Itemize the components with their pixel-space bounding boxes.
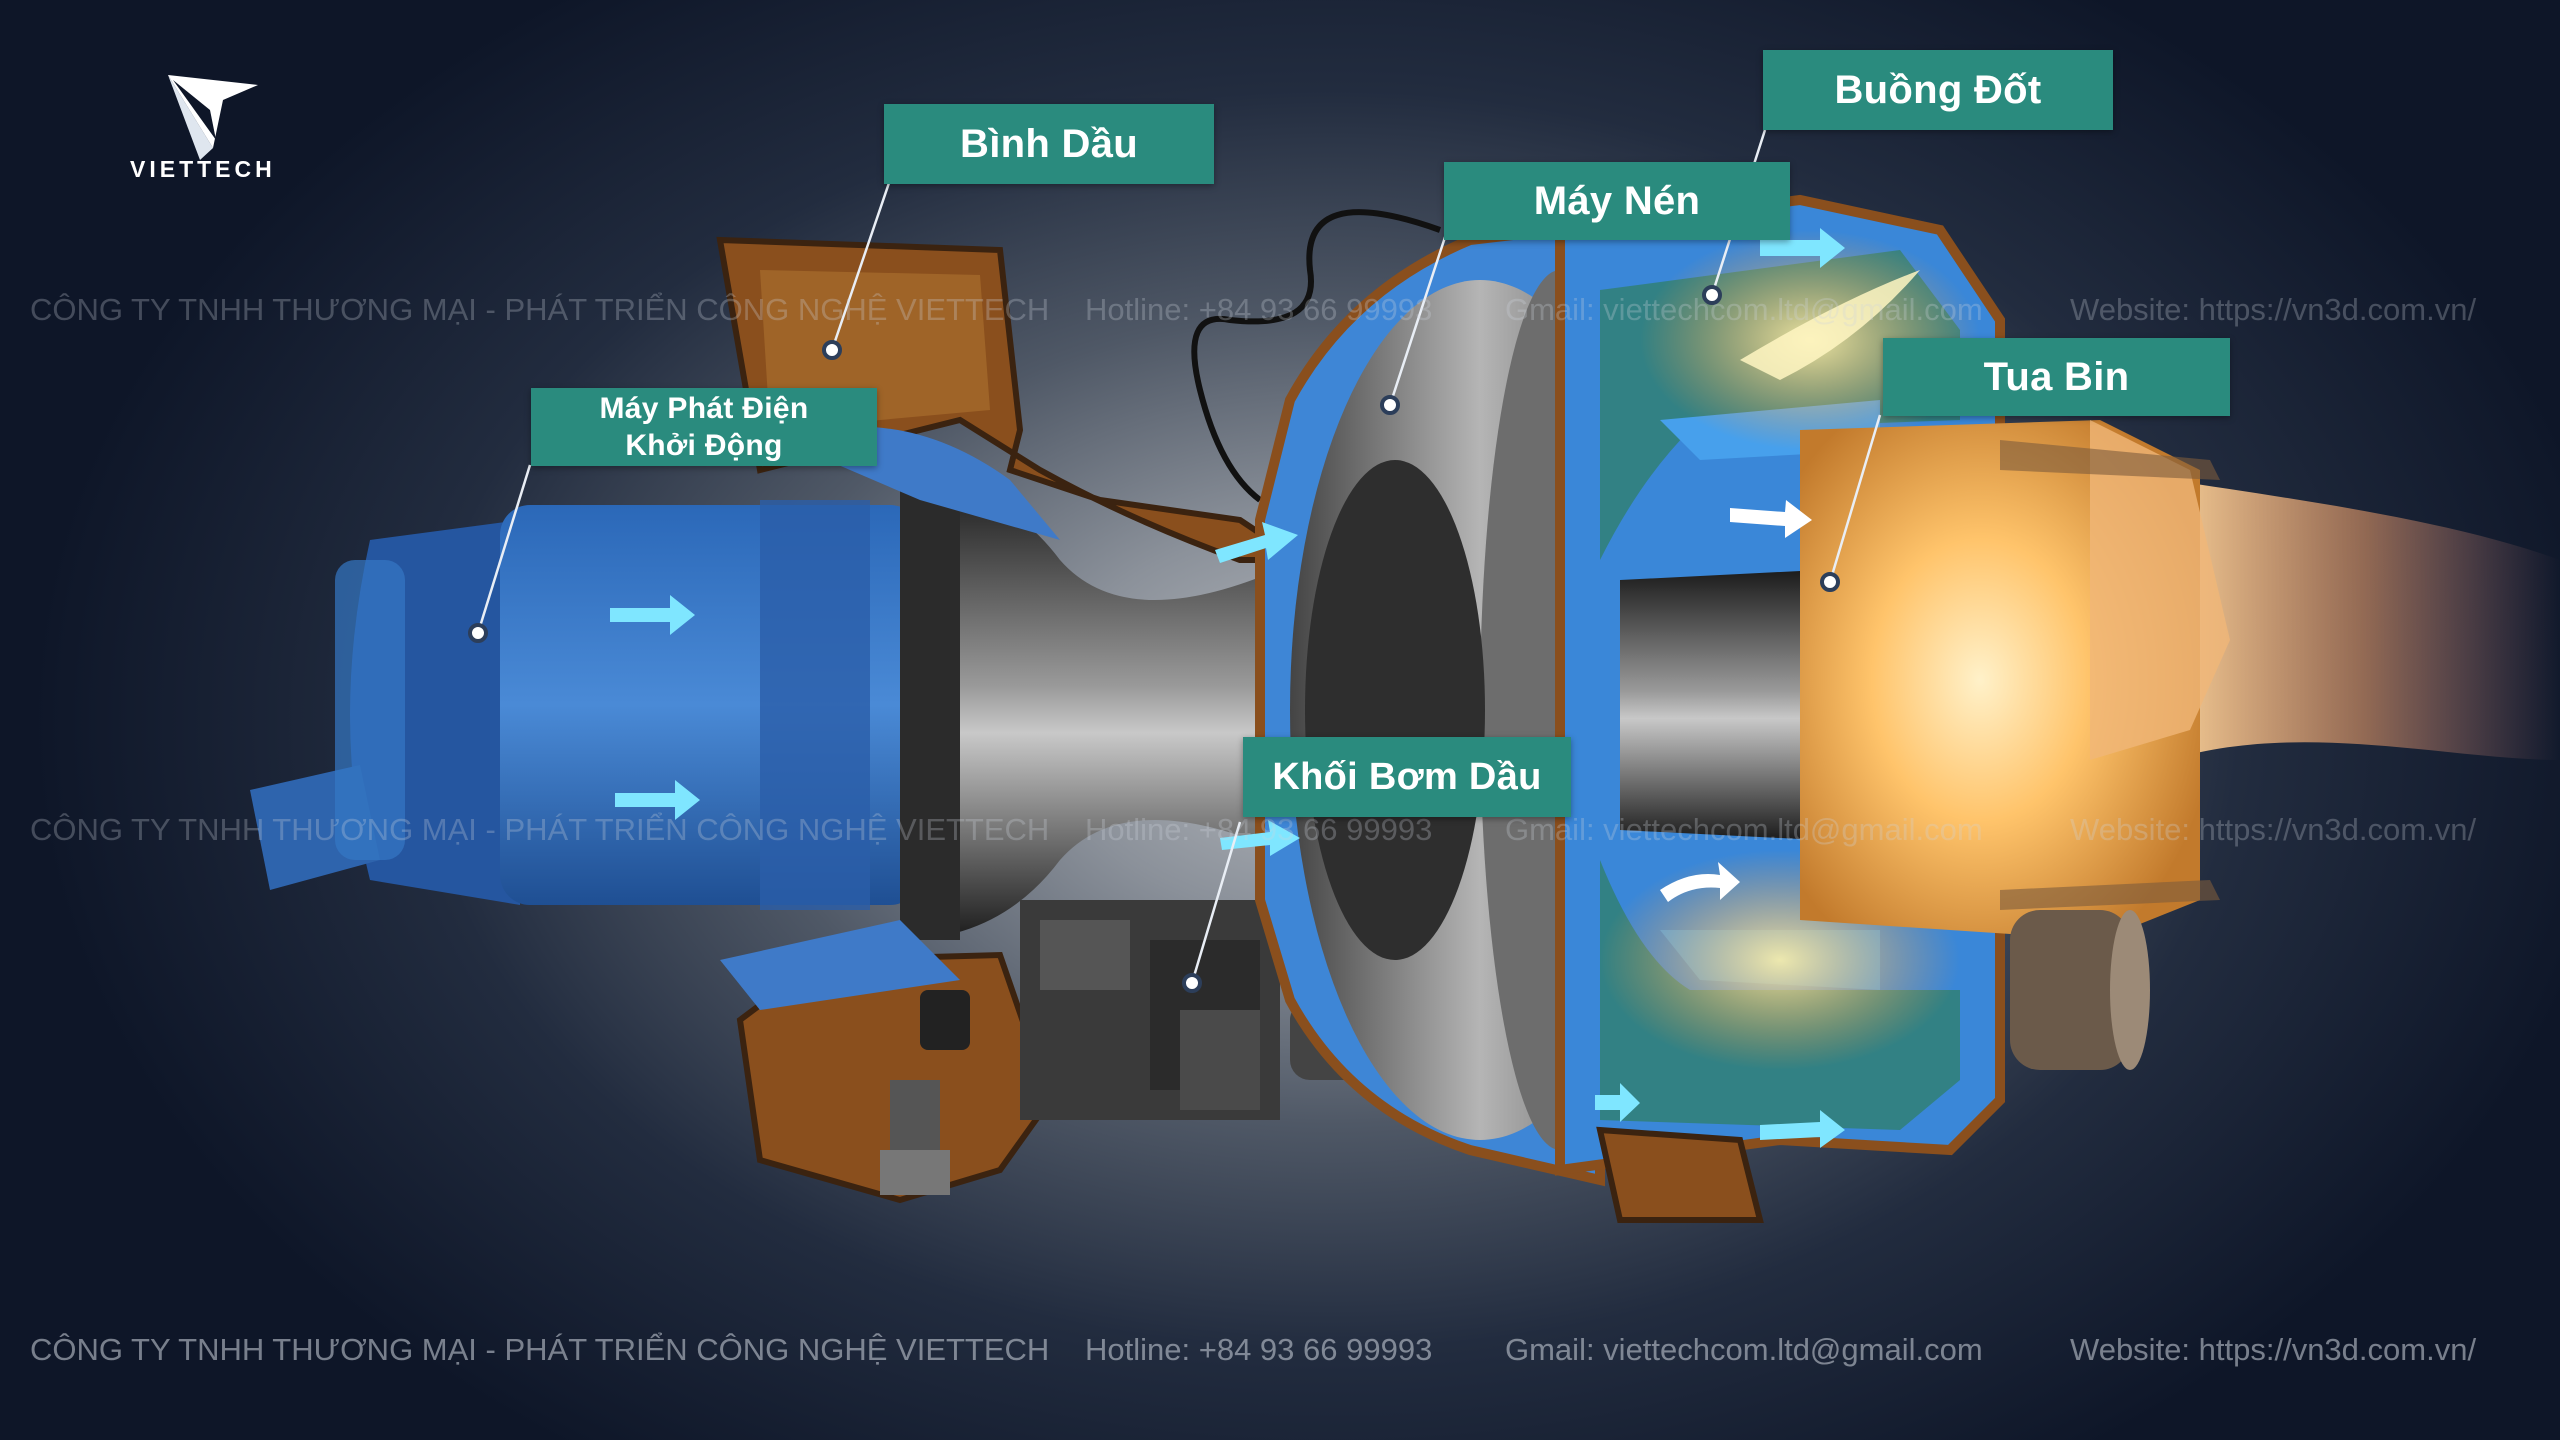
watermark-hotline-row3: Hotline: +84 93 66 99993 <box>1085 1332 1433 1367</box>
watermark-company-row1: CÔNG TY TNHH THƯƠNG MẠI - PHÁT TRIỂN CÔN… <box>30 292 1050 327</box>
pointer-dot-icon <box>1380 395 1400 415</box>
flow-arrow-icon <box>1730 500 1812 538</box>
turbine-section <box>1800 420 2230 940</box>
label-binh-dau: Bình Dầu <box>884 104 1214 184</box>
flow-arrow-icon <box>1660 862 1740 902</box>
pointer-dot-icon <box>1702 285 1722 305</box>
flow-arrow-icon <box>610 595 695 635</box>
viettech-logo-text: VIETTECH <box>130 156 276 182</box>
watermark-website-row1: Website: https://vn3d.com.vn/ <box>2070 292 2477 327</box>
flow-arrow-icon <box>1215 522 1298 563</box>
label-tua-bin: Tua Bin <box>1883 338 2230 416</box>
watermark-website-row3: Website: https://vn3d.com.vn/ <box>2070 1332 2477 1367</box>
label-may-phat-dien-khoi-dong: Máy Phát Điện Khởi Động <box>531 388 877 466</box>
label-may-phat-line1: Máy Phát Điện <box>599 391 809 425</box>
watermark-gmail-row3: Gmail: viettechcom.ltd@gmail.com <box>1505 1332 1983 1367</box>
flow-arrow-icon <box>615 780 700 820</box>
fuel-nozzle <box>2010 910 2150 1070</box>
watermark-company-row2: CÔNG TY TNHH THƯƠNG MẠI - PHÁT TRIỂN CÔN… <box>30 812 1050 847</box>
turbine-shaft <box>1620 570 1820 840</box>
callout-leaders <box>476 129 1882 984</box>
main-shaft <box>900 480 1300 940</box>
flow-arrow-icon <box>1595 1083 1640 1122</box>
mount-bracket <box>1596 1126 1764 1223</box>
label-khoi-bom-dau: Khối Bơm Dầu <box>1243 737 1571 817</box>
watermark-hotline-row1: Hotline: +84 93 66 99993 <box>1085 292 1433 327</box>
viettech-logo-icon <box>168 75 258 160</box>
pointer-dot-icon <box>1182 973 1202 993</box>
watermark-company-row3: CÔNG TY TNHH THƯƠNG MẠI - PHÁT TRIỂN CÔN… <box>30 1332 1050 1367</box>
label-may-nen: Máy Nén <box>1444 162 1790 240</box>
pointer-dot-icon <box>1820 572 1840 592</box>
cable <box>1191 209 1442 503</box>
pointer-dots <box>468 285 1840 993</box>
watermark-gmail-row2: Gmail: viettechcom.ltd@gmail.com <box>1505 812 1983 847</box>
pointer-dot-icon <box>468 623 488 643</box>
watermark-website-row2: Website: https://vn3d.com.vn/ <box>2070 812 2477 847</box>
watermark-hotline-row2: Hotline: +84 93 66 99993 <box>1085 812 1433 847</box>
pointer-dot-icon <box>822 340 842 360</box>
exhaust-plume <box>2170 480 2560 760</box>
airflow-arrows <box>610 228 1845 1148</box>
label-may-phat-line2: Khởi Động <box>625 429 783 462</box>
label-buong-dot: Buồng Đốt <box>1763 50 2113 130</box>
oil-pump-block <box>880 900 1370 1195</box>
watermark-gmail-row1: Gmail: viettechcom.ltd@gmail.com <box>1505 292 1983 327</box>
starter-generator-body <box>250 500 920 910</box>
label-may-nen-text: Máy Nén <box>1533 178 1701 223</box>
label-binh-dau-text: Bình Dầu <box>960 121 1138 166</box>
flow-arrow-icon <box>1220 820 1300 856</box>
flow-arrow-icon <box>1760 228 1845 268</box>
label-tua-bin-text: Tua Bin <box>1983 354 2130 399</box>
flow-arrow-icon <box>1760 1110 1845 1148</box>
label-khoi-bom-dau-text: Khối Bơm Dầu <box>1272 755 1542 798</box>
label-buong-dot-text: Buồng Đốt <box>1834 67 2042 112</box>
